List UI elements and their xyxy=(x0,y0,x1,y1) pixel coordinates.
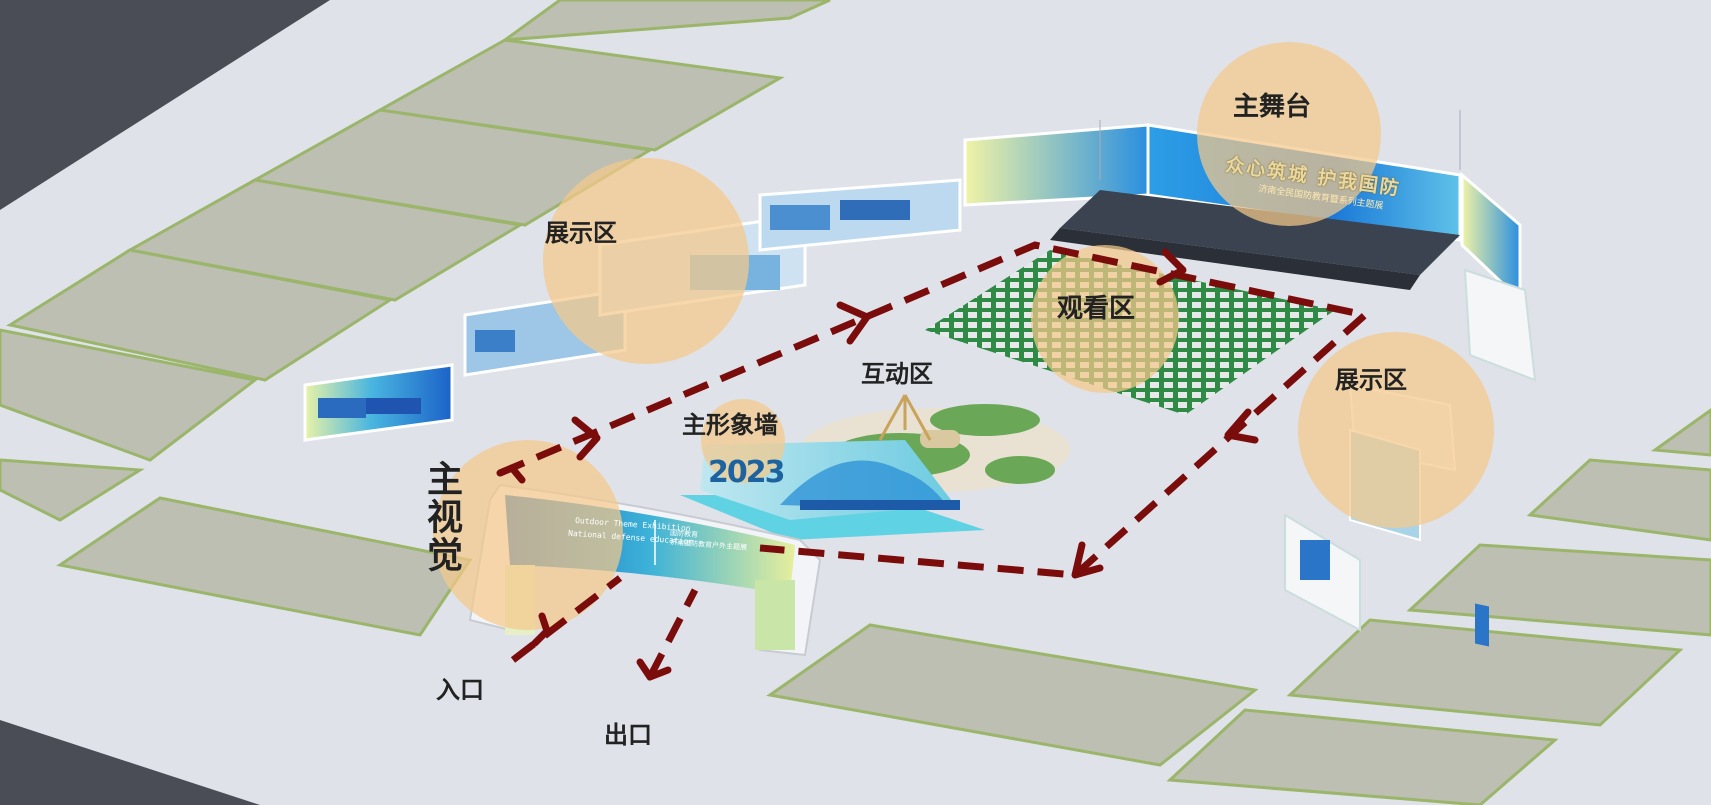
lawn-plots-right xyxy=(766,408,1711,805)
route-arrow-icon xyxy=(571,416,601,461)
lawn-plots-left xyxy=(0,0,831,637)
label-entrance: 入口 xyxy=(436,676,484,704)
zone-circle-main-visual xyxy=(433,440,623,630)
exit-arrow-icon xyxy=(636,658,672,681)
zone-circles xyxy=(433,42,1494,630)
route-loop xyxy=(498,241,1373,579)
label-main-stage: 主舞台 xyxy=(1233,92,1312,122)
label-main-visual: 主视觉 xyxy=(421,460,462,574)
route-arrow-icon xyxy=(1156,248,1187,286)
label-exit: 出口 xyxy=(604,721,652,749)
image-wall-year: 2023 xyxy=(708,455,785,490)
route-arrow-icon xyxy=(1071,541,1104,579)
route-arrow-icon xyxy=(1224,408,1259,444)
label-display-left: 展示区 xyxy=(545,219,617,247)
tour-route xyxy=(498,241,1373,679)
route-exit xyxy=(646,588,699,679)
label-image-wall: 主形象墙 xyxy=(682,411,778,439)
road-top-left xyxy=(0,0,330,210)
zone-circle-image-wall xyxy=(701,399,785,483)
label-viewing: 观看区 xyxy=(1057,294,1136,324)
road-bottom-left xyxy=(0,720,260,805)
label-interactive: 互动区 xyxy=(861,360,933,388)
route-arrow-icon xyxy=(496,464,526,484)
route-entrance xyxy=(510,575,623,663)
zone-circle-display-left xyxy=(543,158,749,364)
zone-circle-display-right xyxy=(1298,332,1494,528)
zone-circle-main-stage xyxy=(1197,42,1381,226)
route-arrow-icon xyxy=(836,301,871,345)
label-display-right: 展示区 xyxy=(1335,366,1407,394)
entrance-arrow-icon xyxy=(531,612,551,647)
zone-circle-viewing xyxy=(1031,245,1179,393)
